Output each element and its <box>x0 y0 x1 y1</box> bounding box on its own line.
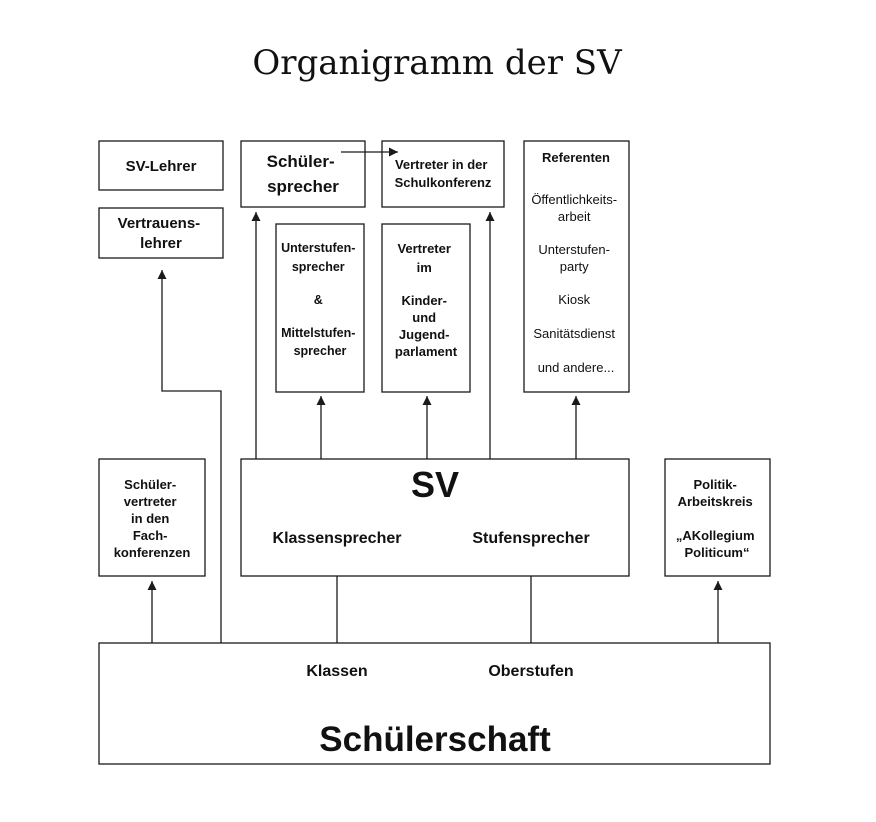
box-kinder-jugend: Vertreter im Kinder- und Jugend- parlame… <box>381 223 471 393</box>
kinder-jugend-label: Vertreter im Kinder- und Jugend- parlame… <box>395 241 458 359</box>
box-fachkonferenzen: Schüler- vertreter in den Fach- konferen… <box>98 458 206 577</box>
schuelersprecher-label: Schüler- sprecher <box>267 152 340 196</box>
politik-label: Politik- Arbeitskreis „AKollegium Politi… <box>676 477 758 560</box>
sv-title: SV <box>411 464 459 505</box>
box-vertrauenslehrer: Vertrauens- lehrer <box>98 207 224 259</box>
schuelerschaft-title: Schülerschaft <box>319 720 551 759</box>
box-politik: Politik- Arbeitskreis „AKollegium Politi… <box>664 458 771 577</box>
box-schulkonferenz: Vertreter in der Schulkonferenz <box>381 140 505 208</box>
stufensprecher-label: Unterstufen- sprecher & Mittelstufen- sp… <box>281 241 359 358</box>
box-sv: SV Klassensprecher Stufensprecher <box>240 458 630 577</box>
fachkonferenzen-label: Schüler- vertreter in den Fach- konferen… <box>114 477 191 560</box>
sv-lehrer-label: SV-Lehrer <box>126 158 197 175</box>
vertrauenslehrer-label: Vertrauens- lehrer <box>118 215 205 252</box>
connector-schuelerschaft-vertrauenslehrer <box>157 270 222 643</box>
schuelerschaft-oberstufen: Oberstufen <box>488 663 573 680</box>
referenten-heading: Referenten <box>542 150 610 165</box>
schulkonferenz-label: Vertreter in der Schulkonferenz <box>395 157 492 190</box>
box-sv-lehrer: SV-Lehrer <box>98 140 224 191</box>
box-schuelerschaft: Klassen Oberstufen Schülerschaft <box>98 642 771 765</box>
box-referenten: Referenten Öffentlichkeits- arbeit Unter… <box>523 140 630 393</box>
box-schuelersprecher: Schüler- sprecher <box>240 140 366 208</box>
connectors <box>147 212 723 659</box>
schuelerschaft-klassen: Klassen <box>306 663 367 680</box>
sv-klassensprecher: Klassensprecher <box>273 530 402 547</box>
page-title: Organigramm der SV <box>252 43 623 83</box>
box-stufensprecher: Unterstufen- sprecher & Mittelstufen- sp… <box>275 223 365 393</box>
sv-stufensprecher: Stufensprecher <box>472 530 589 547</box>
referenten-items: Öffentlichkeits- arbeit Unterstufen- par… <box>531 192 620 375</box>
